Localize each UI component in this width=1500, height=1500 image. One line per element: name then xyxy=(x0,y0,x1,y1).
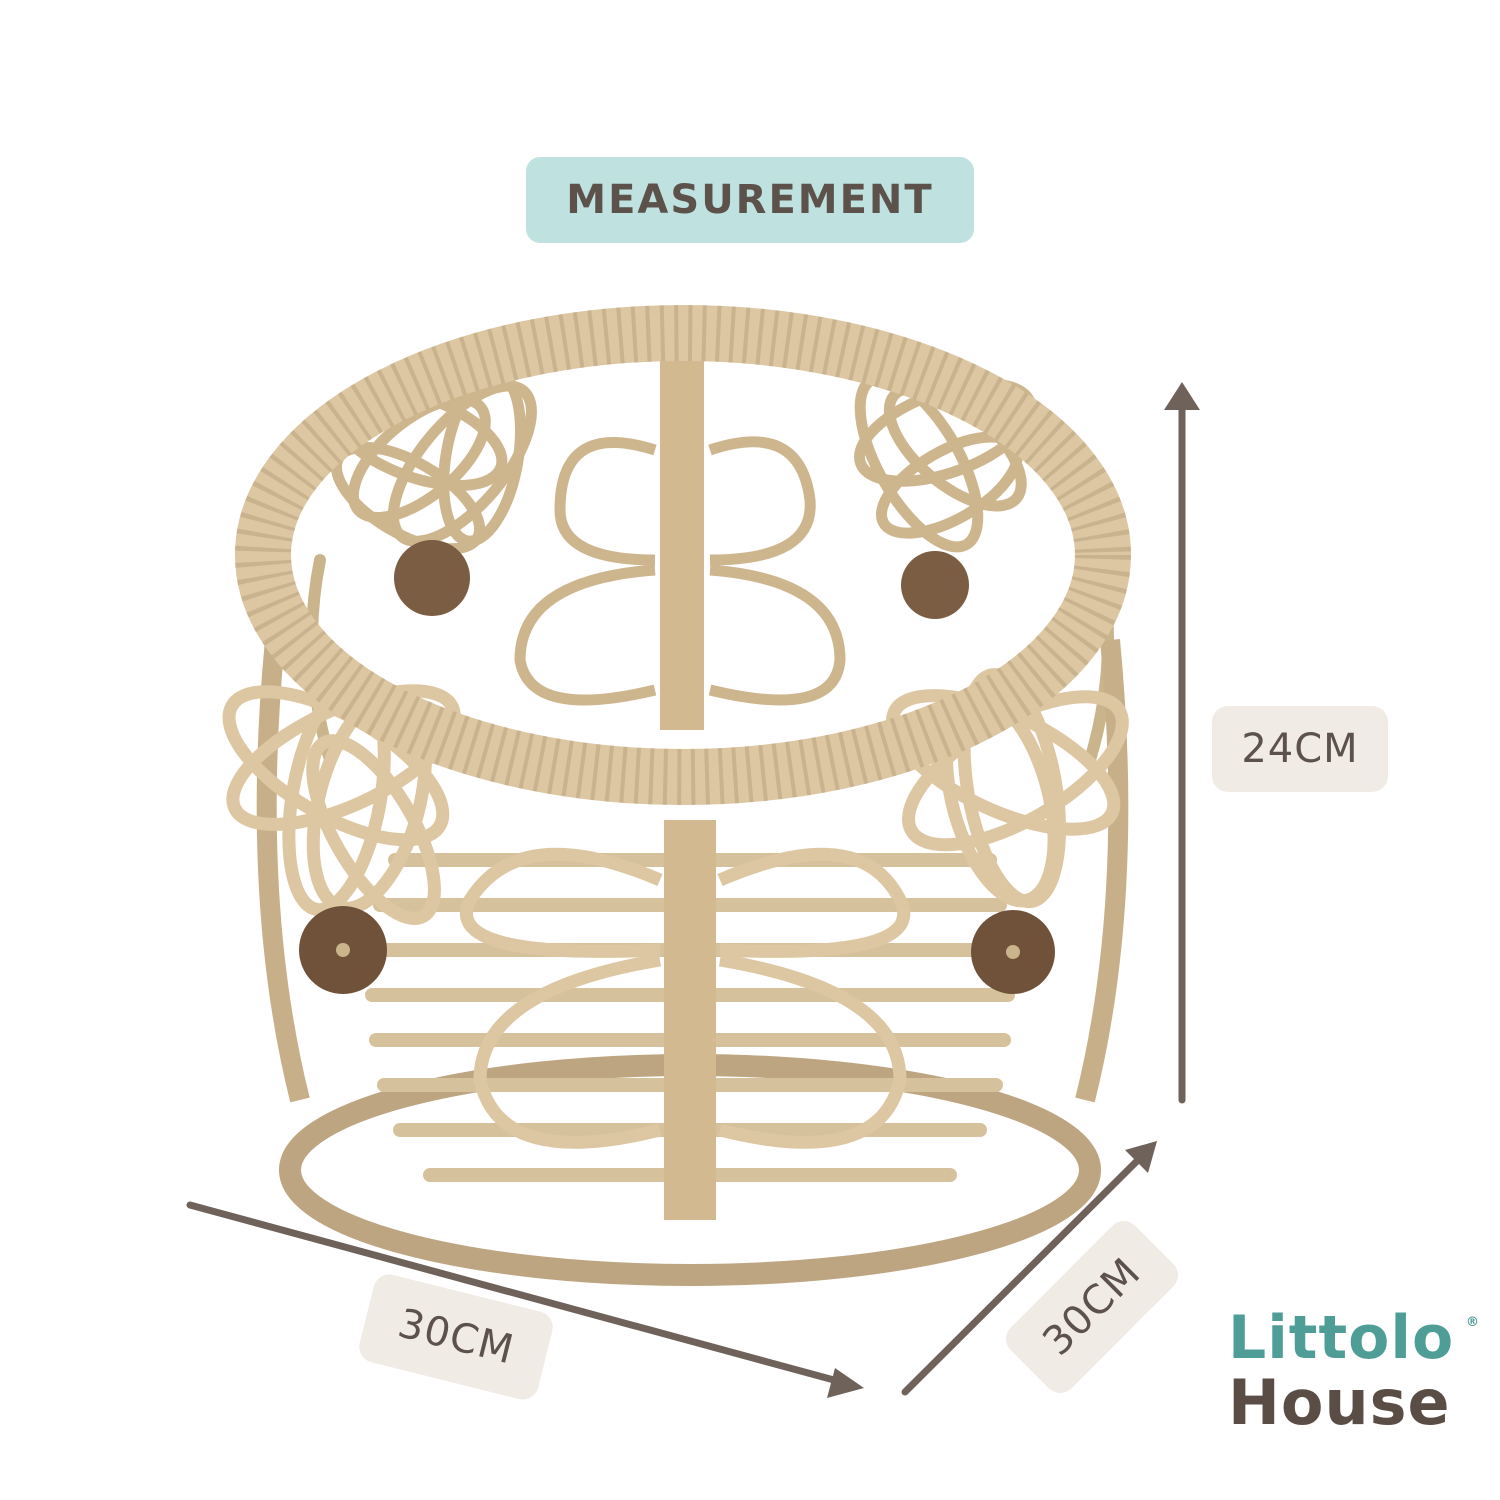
logo-line-1: Littolo xyxy=(1228,1303,1455,1373)
measurement-title-badge: MEASUREMENT xyxy=(526,157,974,243)
depth-arrow xyxy=(901,1151,1147,1396)
measurement-title: MEASUREMENT xyxy=(566,177,934,223)
flower-center-back-left xyxy=(394,540,470,616)
basket-front-post xyxy=(664,820,716,1220)
basket-back-post xyxy=(660,350,704,730)
post-back-petals xyxy=(514,436,846,706)
registered-mark: ® xyxy=(1466,1315,1479,1330)
flower-center-hole xyxy=(1006,945,1020,959)
flower-center-back-right xyxy=(901,551,969,619)
dimension-arrows xyxy=(186,382,1200,1398)
logo-line-2: House xyxy=(1228,1366,1451,1439)
height-label: 24CM xyxy=(1212,706,1388,792)
brand-logo: Littolo House ® xyxy=(1228,1303,1479,1439)
width-arrow xyxy=(186,1201,849,1387)
flower-center-hole xyxy=(336,943,350,957)
post-front-petals xyxy=(459,847,911,1149)
basket-rim-weave xyxy=(235,305,1131,805)
